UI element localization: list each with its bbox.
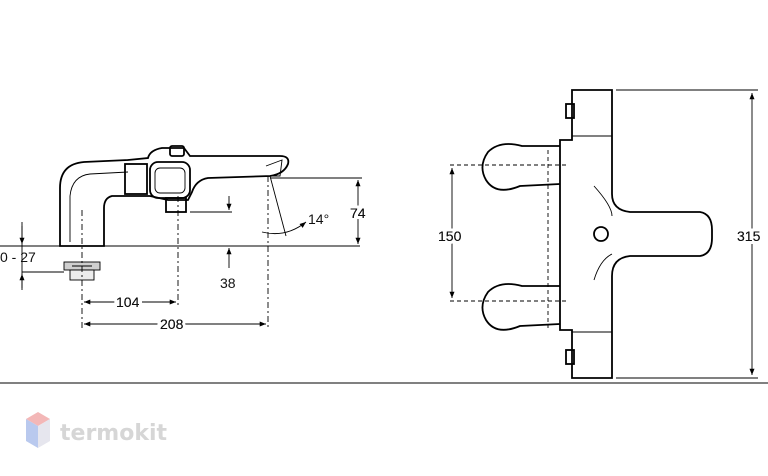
dim-150-label: 150 [438,228,462,244]
dim-315-label: 315 [737,228,761,244]
dim-150-bg: 150 [438,228,462,244]
watermark: termokit [26,412,167,448]
angle-ray [269,175,287,237]
spout-body [59,147,290,247]
dim-74-label: 74 [350,205,366,221]
top-button [169,145,185,157]
front-view: 150 150 315 315 [435,89,764,379]
dim-104-bg: 104 [116,294,140,310]
inner-curve-top [593,185,613,217]
dim-104-label: 104 [116,294,140,310]
inner-curve-bottom [593,253,613,281]
dim-38-label: 38 [220,275,236,291]
outlet-nozzle [165,197,187,213]
mixer-body [559,89,713,379]
dim-height-range-label: 0 - 27 [0,249,36,265]
dim-208-bg: 208 [160,316,184,332]
valve-body [124,163,148,195]
dim-208-label: 208 [160,316,184,332]
lower-handle [481,283,561,331]
side-view: 0 - 27 104 104 208 208 38 74 74 14° [0,145,369,335]
spout-inner-line [69,171,129,242]
angle-arc [261,221,307,235]
bottom-collar [565,349,575,365]
top-collar [565,103,575,119]
termokit-logo-icon [26,412,50,448]
dim-315-bg: 315 [737,228,761,244]
diverter-knob-inner [154,167,186,194]
central-outlet [593,226,609,242]
dim-74-bg: 74 [350,205,366,221]
brand-name: termokit [60,421,167,446]
upper-handle [481,143,561,191]
spout-tip [265,159,283,177]
dim-angle-label: 14° [308,211,329,227]
